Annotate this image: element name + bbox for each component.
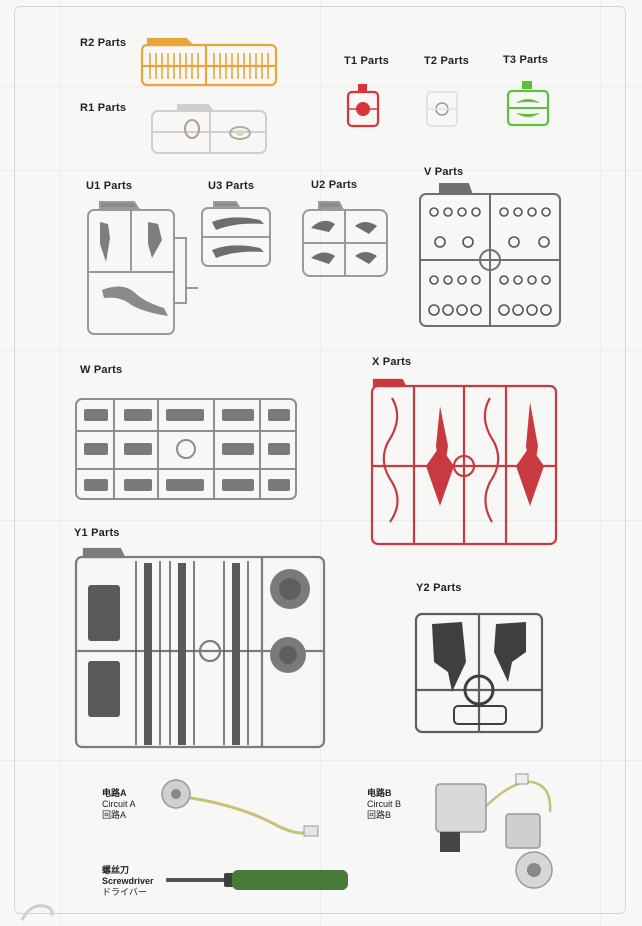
grid-line <box>0 520 642 521</box>
circuit-b-zh: 电路B <box>367 788 392 798</box>
circuit-a-ja: 回路A <box>102 810 127 820</box>
w-parts-runner <box>75 398 297 500</box>
x-parts-runner <box>370 378 558 546</box>
circuit-b-label: 电路B Circuit B 回路B <box>367 788 401 821</box>
u2-parts-runner <box>302 201 388 277</box>
y2-parts-runner <box>414 612 544 734</box>
grid-line <box>600 0 601 926</box>
circuit-b-image <box>435 773 553 889</box>
circuit-a-image <box>161 779 319 837</box>
screwdriver-image <box>166 870 348 890</box>
grid-line <box>0 170 642 171</box>
corner-swirl-decoration <box>20 904 54 921</box>
y2-parts-label: Y2 Parts <box>416 582 462 594</box>
t3-parts-label: T3 Parts <box>503 54 549 66</box>
r2-parts-runner <box>140 37 278 87</box>
x-parts-label: X Parts <box>372 356 412 368</box>
screwdriver-en: Screwdriver <box>102 876 154 886</box>
page-border <box>14 6 626 914</box>
v-parts-runner <box>419 183 561 327</box>
t3-parts-runner <box>506 81 550 127</box>
y1-parts-label: Y1 Parts <box>74 527 120 539</box>
grid-line <box>0 350 642 351</box>
u1-parts-runner <box>87 201 198 335</box>
t2-parts-label: T2 Parts <box>424 55 470 67</box>
u2-parts-label: U2 Parts <box>311 179 358 191</box>
screwdriver-ja: ドライバー <box>102 887 147 897</box>
y1-parts-runner <box>74 547 326 749</box>
grid-line <box>60 0 61 926</box>
circuit-b-ja: 回路B <box>367 810 392 820</box>
r1-parts-runner <box>151 104 267 154</box>
grid-line <box>0 760 642 761</box>
grid-line <box>320 0 321 926</box>
screwdriver-zh: 螺丝刀 <box>102 865 130 875</box>
circuit-a-en: Circuit A <box>102 799 136 809</box>
u3-parts-runner <box>201 201 271 267</box>
grid-line <box>0 86 642 87</box>
t2-parts-runner <box>426 91 458 127</box>
v-parts-label: V Parts <box>424 166 464 178</box>
circuit-a-zh: 电路A <box>102 788 127 798</box>
t1-parts-runner <box>346 84 380 128</box>
t1-parts-label: T1 Parts <box>344 55 390 67</box>
u1-parts-label: U1 Parts <box>86 180 133 192</box>
circuit-b-en: Circuit B <box>367 799 402 809</box>
r2-parts-label: R2 Parts <box>80 37 127 49</box>
circuit-a-label: 电路A Circuit A 回路A <box>102 788 136 821</box>
r1-parts-label: R1 Parts <box>80 102 127 114</box>
u3-parts-label: U3 Parts <box>208 180 255 192</box>
w-parts-label: W Parts <box>80 364 123 376</box>
screwdriver-label: 螺丝刀 Screwdriver ドライバー <box>102 865 154 898</box>
